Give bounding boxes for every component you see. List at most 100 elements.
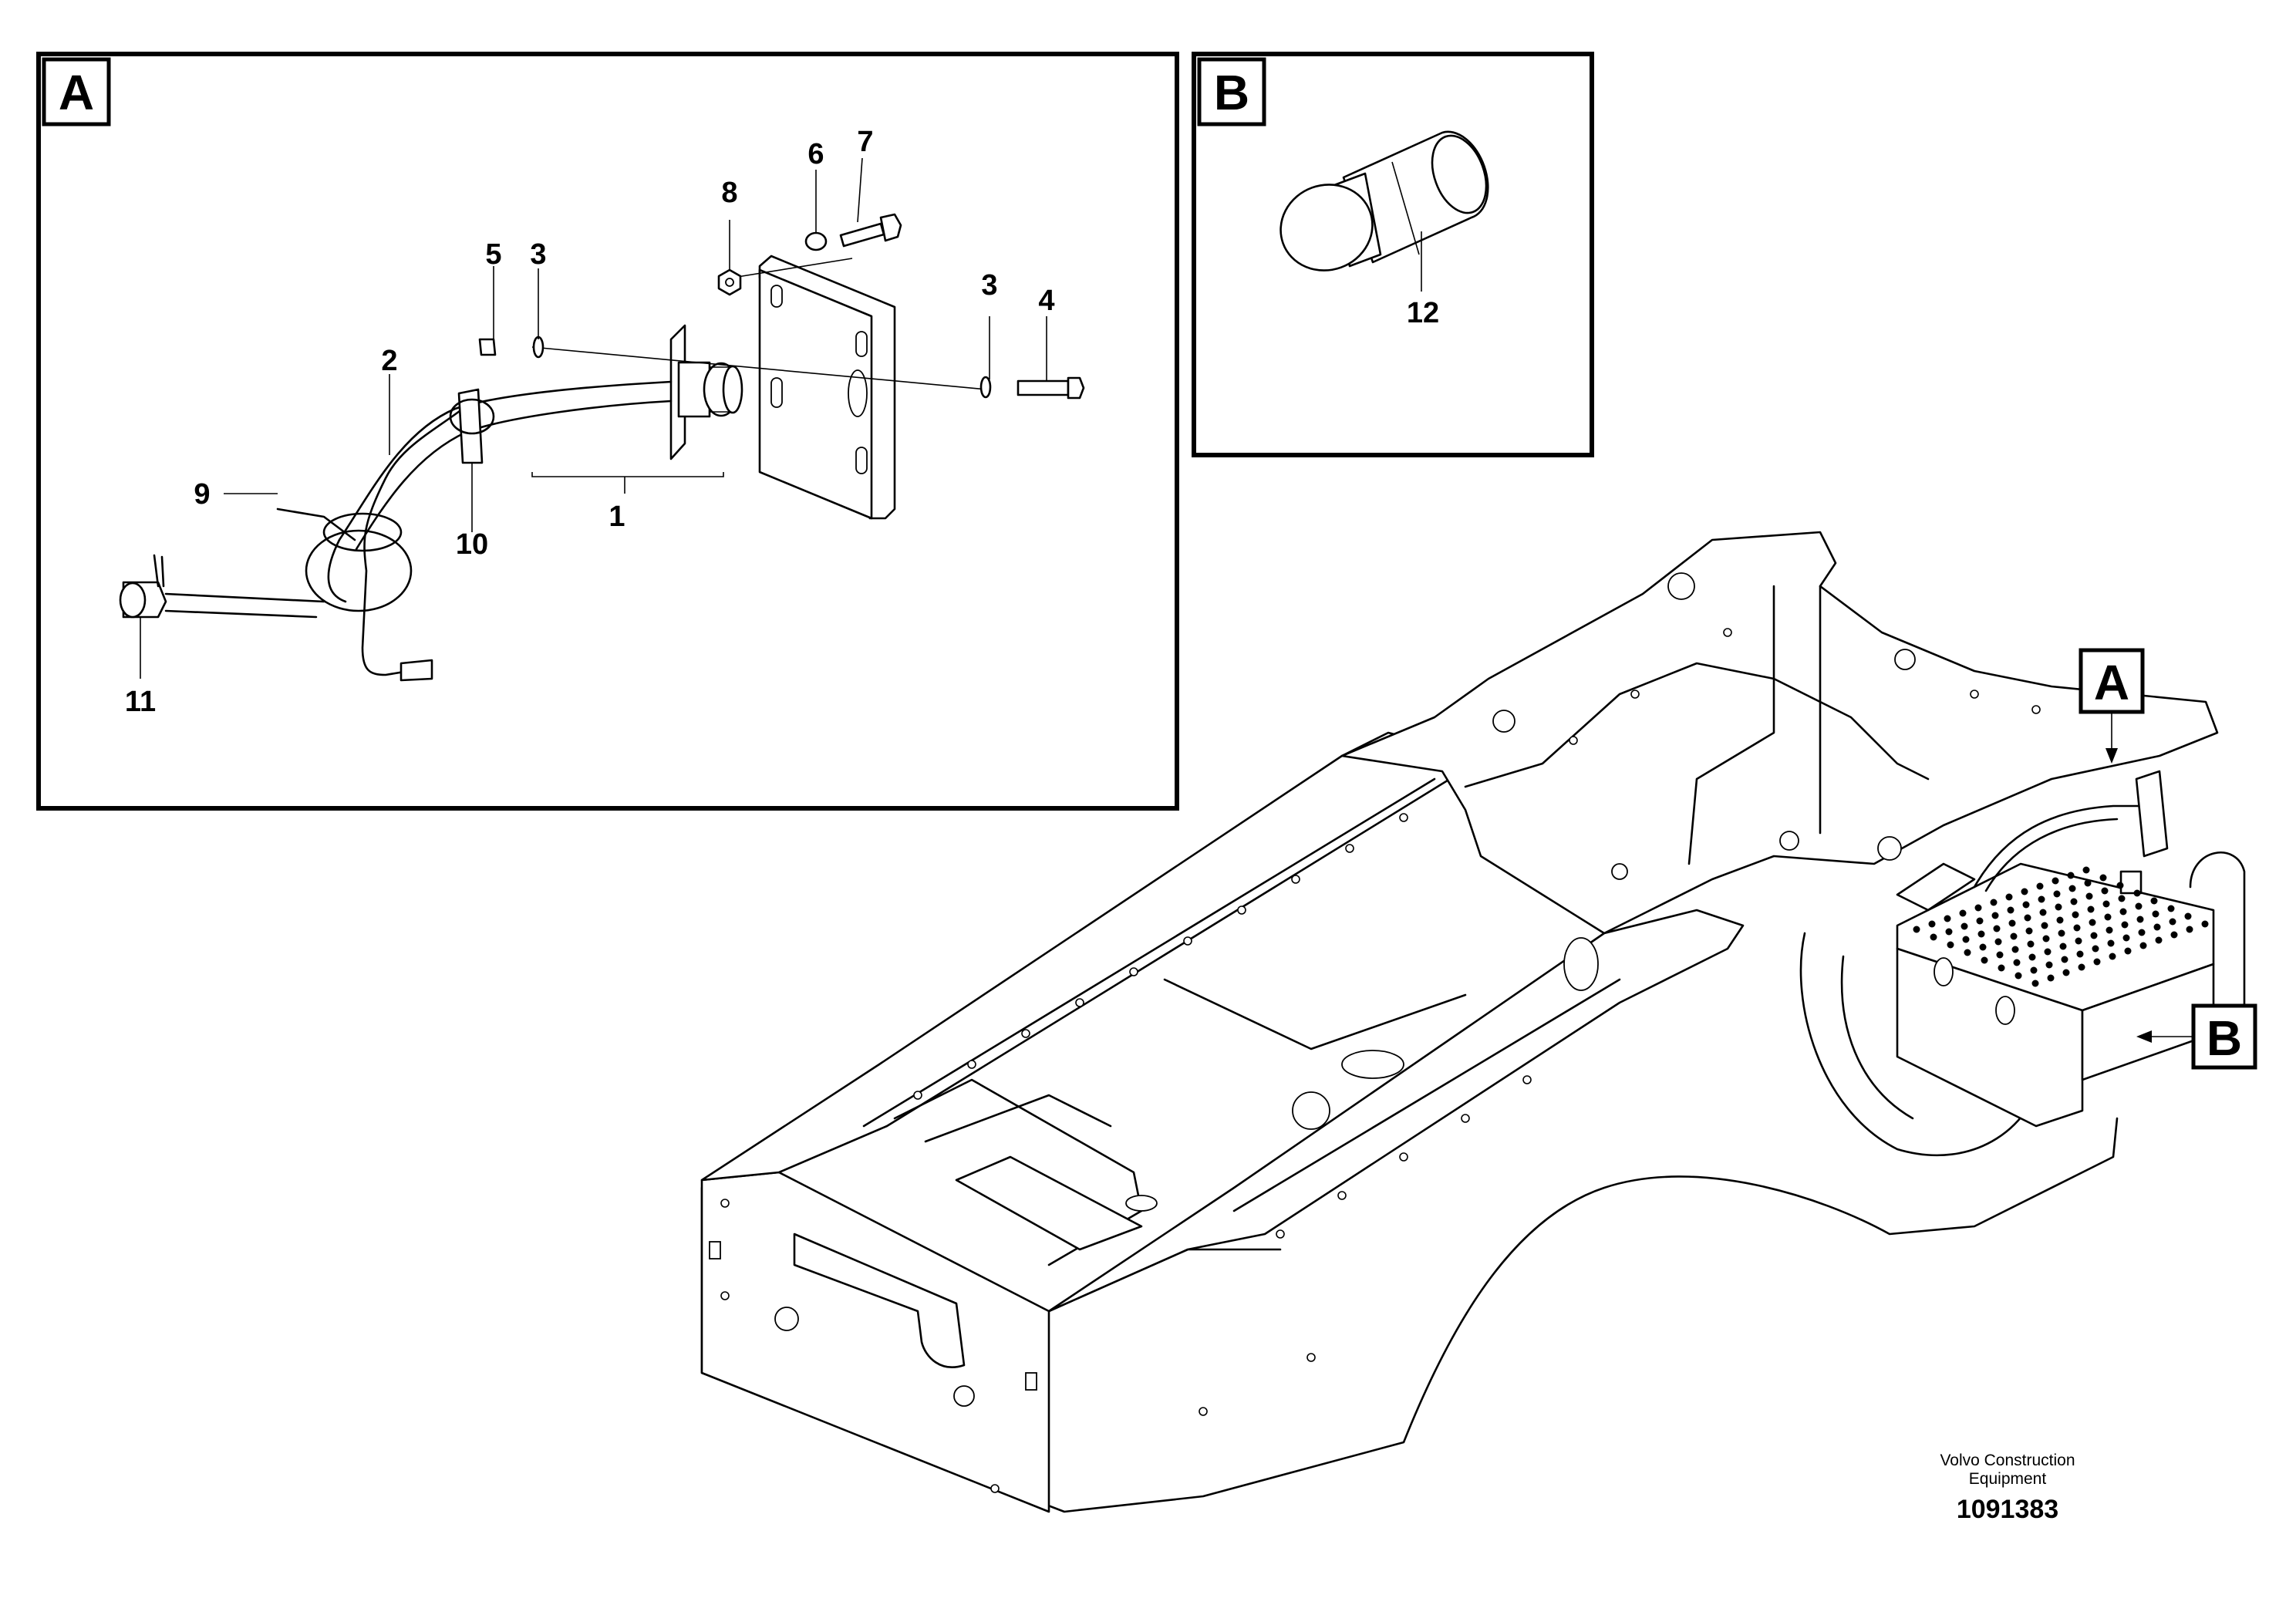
perforation-hole — [2030, 966, 2038, 974]
perforation-hole — [2073, 924, 2081, 932]
perforation-hole — [2007, 906, 2014, 914]
perforation-hole — [2138, 929, 2146, 936]
callout-12: 12 — [1407, 297, 1439, 329]
bolt-hole — [1199, 1407, 1208, 1416]
perforation-hole — [2041, 922, 2048, 929]
perforation-hole — [2167, 905, 2175, 912]
perforation-hole — [2084, 879, 2092, 887]
perforation-hole — [2076, 950, 2084, 958]
perforation-hole — [2087, 905, 2095, 913]
bolt-hole — [2031, 705, 2041, 714]
perforation-hole — [2058, 929, 2065, 937]
perforation-hole — [1962, 936, 1970, 943]
perforation-hole — [2010, 932, 2018, 940]
perforation-hole — [2056, 916, 2064, 924]
detail-b-letter: B — [1214, 65, 1249, 120]
perforation-hole — [1976, 917, 1984, 925]
perforation-hole — [1928, 920, 1936, 928]
mounting-plate — [758, 255, 896, 520]
drawing-number: 1091383 — [1957, 1495, 2058, 1524]
perforation-hole — [2036, 882, 2044, 890]
perforation-hole — [1977, 930, 1985, 938]
perforation-hole — [2092, 945, 2099, 953]
perforation-hole — [2150, 897, 2158, 905]
bolt-hole — [720, 1199, 730, 1208]
perforation-hole — [2042, 935, 2050, 943]
callout-8: 8 — [721, 177, 737, 209]
callout-4: 4 — [1038, 285, 1054, 317]
detail-b-panel: B 12 — [1192, 52, 1594, 457]
callout-2: 2 — [381, 345, 397, 377]
bolt-hole — [1569, 736, 1578, 745]
bolt-hole — [913, 1091, 922, 1100]
company-name-line1: Volvo Construction — [1940, 1452, 2075, 1469]
title-block: Volvo Construction Equipment 1091383 — [1940, 1452, 2075, 1524]
perforation-hole — [2085, 892, 2093, 900]
perforation-hole — [2011, 946, 2019, 953]
perforation-hole — [2070, 898, 2078, 905]
callout-5: 5 — [485, 238, 501, 271]
bolt-hole — [1970, 690, 1979, 699]
perforation-hole — [1990, 899, 1998, 906]
perforation-hole — [1913, 926, 1920, 933]
perforation-hole — [2139, 942, 2147, 949]
perforation-hole — [1991, 912, 1999, 919]
perforation-hole — [2124, 947, 2132, 955]
perforation-hole — [2038, 895, 2045, 903]
perforation-hole — [1979, 943, 1987, 951]
perforation-hole — [2152, 910, 2159, 918]
callout-9: 9 — [194, 478, 210, 511]
perforation-hole — [2153, 923, 2161, 931]
connector-housing — [669, 324, 743, 460]
perforation-hole — [1994, 938, 2002, 946]
tag-a-letter: A — [2094, 655, 2129, 710]
hardware-right — [979, 376, 1085, 400]
perforation-hole — [2045, 961, 2053, 969]
perforation-hole — [2014, 972, 2022, 980]
cap-part-12 — [1279, 130, 1489, 271]
perforation-hole — [2031, 980, 2039, 987]
perforation-hole — [2136, 916, 2144, 923]
bolt-hole — [1522, 1075, 1532, 1084]
perforation-hole — [2021, 888, 2028, 895]
bolt-hole — [1630, 690, 1640, 699]
perforation-hole — [2039, 909, 2047, 916]
washer-6 — [804, 231, 828, 251]
callout-10: 10 — [456, 528, 488, 561]
perforation-hole — [2122, 934, 2130, 942]
callout-6: 6 — [807, 138, 824, 170]
perforation-hole — [2055, 903, 2062, 911]
perforation-hole — [2082, 866, 2090, 874]
bolt-hole — [1129, 967, 1138, 976]
perforation-hole — [2093, 958, 2101, 966]
bolt-hole — [720, 1291, 730, 1300]
perforation-hole — [2068, 885, 2076, 892]
perforation-hole — [2024, 914, 2031, 922]
perforation-hole — [1996, 951, 2004, 959]
bolt-hole — [1075, 998, 1084, 1007]
perforation-hole — [1959, 909, 1967, 917]
perforation-hole — [2089, 919, 2096, 926]
bolt-hole — [1345, 844, 1354, 853]
perforation-hole — [2119, 908, 2127, 916]
leader-lines-a — [140, 157, 1047, 679]
perforation-hole — [2201, 920, 2209, 928]
perforation-hole — [2061, 956, 2068, 963]
perforation-hole — [2072, 911, 2079, 919]
bolt-hole — [1306, 1353, 1316, 1362]
perforation-hole — [2170, 931, 2178, 939]
bolt-hole — [1461, 1114, 1470, 1123]
perforation-hole — [2186, 926, 2193, 933]
perforation-hole — [2104, 913, 2112, 921]
detail-a-letter: A — [59, 65, 94, 120]
perforation-hole — [2121, 921, 2129, 929]
cable-harness — [119, 380, 673, 682]
perforation-hole — [2135, 902, 2143, 910]
callout-3-left: 3 — [530, 238, 546, 271]
perforation-hole — [2025, 927, 2033, 935]
perforation-hole — [2078, 963, 2085, 971]
perforation-hole — [2047, 974, 2055, 982]
perforation-hole — [2155, 936, 2163, 944]
perforation-hole — [2005, 893, 2013, 901]
bolt-hole — [1021, 1029, 1030, 1038]
